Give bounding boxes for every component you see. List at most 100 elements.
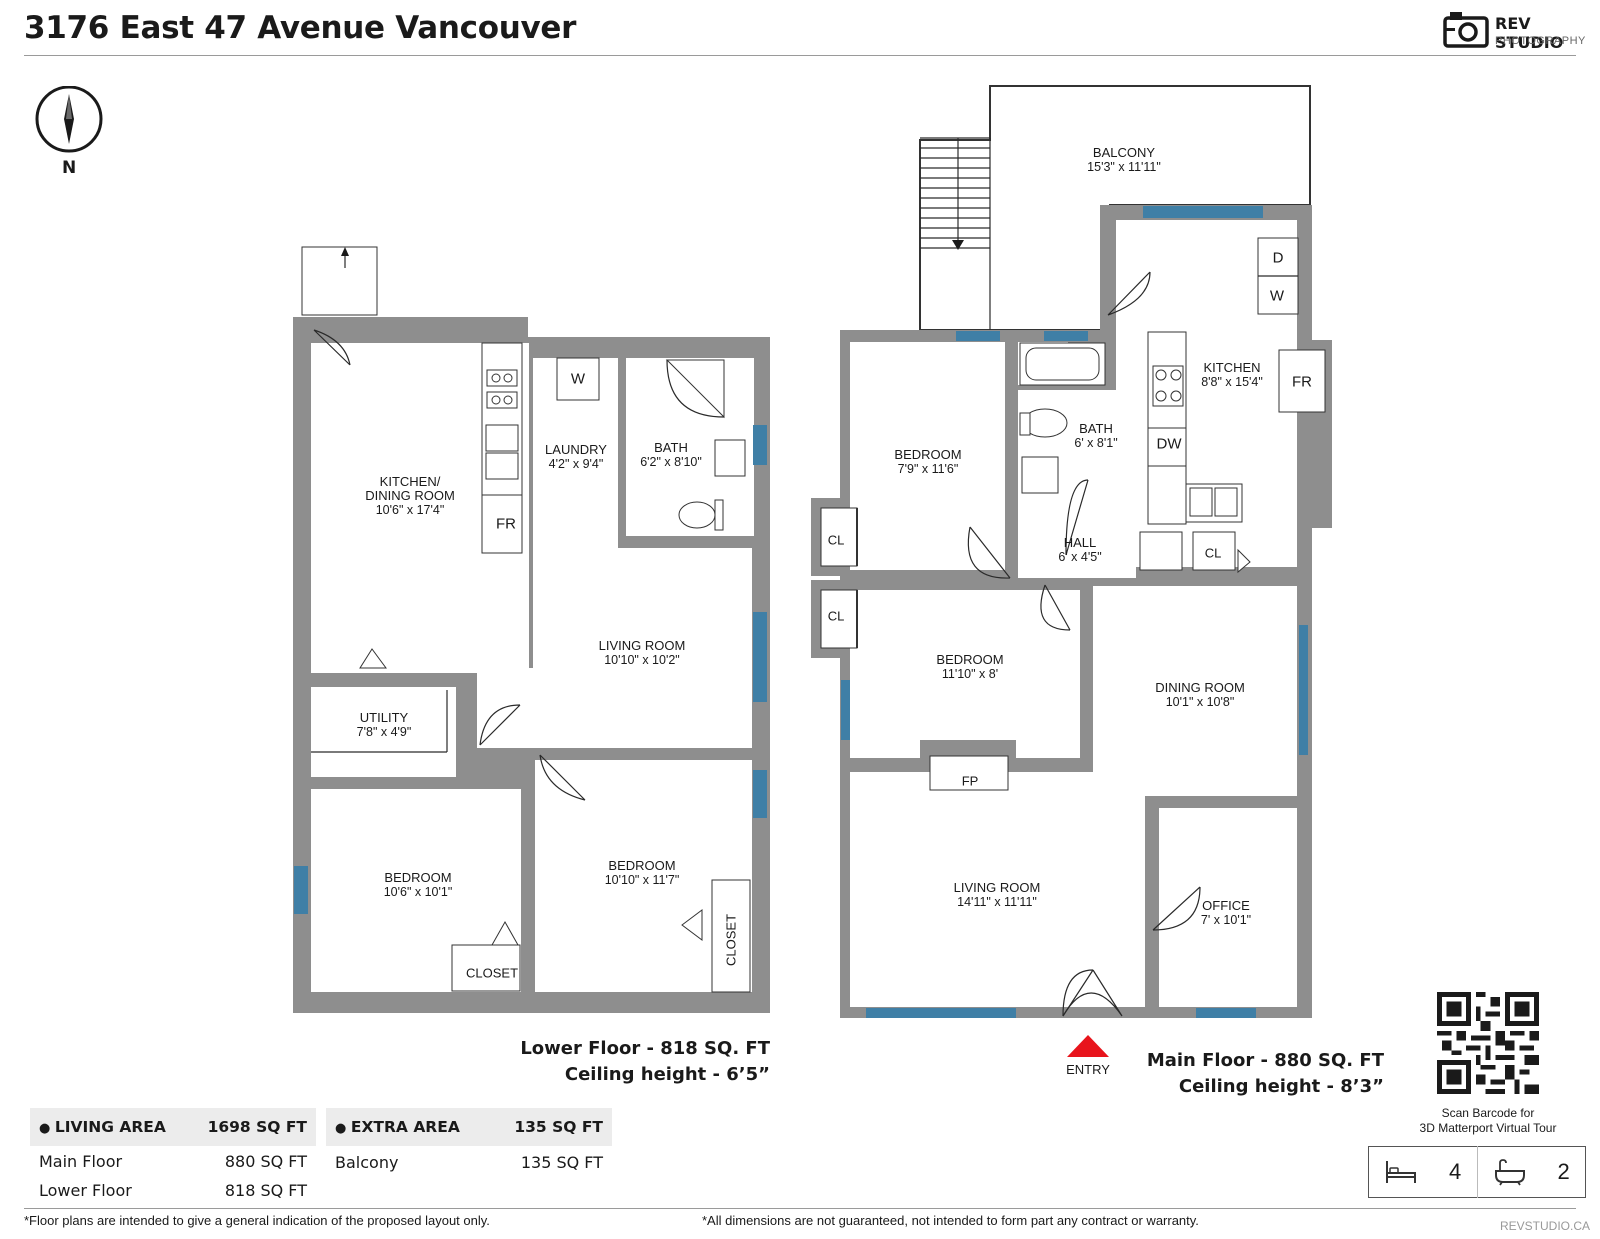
closet-label: CL	[827, 532, 845, 548]
room-dimension: 6' x 4'5"	[1058, 550, 1102, 564]
area-row: Balcony 135 SQ FT	[326, 1153, 612, 1172]
bedroom-count-stat: 4	[1369, 1157, 1477, 1187]
brand-subtitle: PHOTOGRAPHY	[1495, 35, 1586, 47]
room-dimension: 10'1" x 10'8"	[1165, 695, 1235, 709]
qr-code[interactable]	[1437, 992, 1539, 1094]
room-name: KITCHEN/ DINING ROOM	[365, 474, 455, 503]
living-area-header: LIVING AREA 1698 SQ FT	[30, 1108, 316, 1146]
room-dimension: 14'11" x 11'11"	[957, 895, 1037, 909]
room-dimension: 11'10" x 8'	[941, 667, 999, 681]
closet-label: CLOSET	[465, 965, 519, 981]
room-label-bath-lower: BATH 6'2" x 8'10"	[640, 440, 702, 470]
living-area-total: 1698 SQ FT	[207, 1118, 307, 1136]
room-name: BEDROOM	[936, 652, 1004, 667]
room-dimension: 10'6" x 17'4"	[375, 503, 445, 517]
bedroom-count: 4	[1448, 1159, 1462, 1184]
area-row-label: Main Floor	[39, 1152, 123, 1171]
room-label-bedroom-main-mid: BEDROOM 11'10" x 8'	[936, 652, 1004, 682]
room-label-laundry: LAUNDRY 4'2" x 9'4"	[545, 442, 607, 472]
brand-name: REV STUDIO	[1495, 14, 1564, 52]
extra-area-header: EXTRA AREA 135 SQ FT	[326, 1108, 612, 1146]
closet-label: CL	[827, 608, 845, 624]
footer-divider	[24, 1208, 1576, 1209]
main-floor-caption: Main Floor - 880 SQ. FT Ceiling height -…	[1147, 1048, 1384, 1100]
room-label-dining-main: DINING ROOM 10'1" x 10'8"	[1155, 680, 1245, 710]
room-name: KITCHEN	[1203, 360, 1261, 375]
bathroom-count: 2	[1557, 1159, 1570, 1184]
room-dimension: 7'9" x 11'6"	[897, 462, 959, 476]
room-name: LAUNDRY	[545, 442, 607, 457]
room-name: UTILITY	[359, 710, 409, 725]
qr-caption-line: 3D Matterport Virtual Tour	[1419, 1121, 1557, 1135]
room-label-kitchen-main: KITCHEN 8'8" x 15'4"	[1201, 360, 1263, 390]
lower-floor-area: Lower Floor - 818 SQ. FT	[520, 1038, 770, 1059]
room-dimension: 7'8" x 4'9"	[356, 725, 412, 739]
header-divider	[24, 55, 1576, 56]
room-dimension: 8'8" x 15'4"	[1201, 375, 1263, 389]
disclaimer-layout: *Floor plans are intended to give a gene…	[24, 1213, 490, 1228]
room-label-living-main: LIVING ROOM 14'11" x 11'11"	[953, 880, 1041, 910]
qr-caption-line: Scan Barcode for	[1441, 1106, 1535, 1120]
compass-north-label: N	[62, 158, 77, 178]
room-dimension: 7' x 10'1"	[1200, 913, 1252, 927]
area-row: Main Floor 880 SQ FT	[30, 1152, 316, 1171]
room-name: BATH	[654, 440, 688, 455]
room-dimension: 6' x 8'1"	[1074, 436, 1118, 450]
extra-area-total: 135 SQ FT	[514, 1118, 603, 1136]
area-row-value: 135 SQ FT	[520, 1153, 603, 1172]
page-title: 3176 East 47 Avenue Vancouver	[24, 10, 577, 46]
room-label-utility: UTILITY 7'8" x 4'9"	[356, 710, 412, 740]
lower-floor-caption: Lower Floor - 818 SQ. FT Ceiling height …	[520, 1036, 770, 1088]
main-floor-area: Main Floor - 880 SQ. FT	[1146, 1050, 1384, 1071]
lower-floor-plan	[293, 246, 770, 1013]
room-name: HALL	[1063, 535, 1097, 550]
fridge-label: FR	[496, 515, 516, 533]
room-label-balcony: BALCONY 15'3" x 11'11"	[1087, 145, 1161, 175]
area-row: Lower Floor 818 SQ FT	[30, 1181, 316, 1200]
room-label-bedroom-main-top: BEDROOM 7'9" x 11'6"	[894, 447, 962, 477]
camera-logo-icon	[1443, 12, 1489, 48]
area-row-value: 818 SQ FT	[224, 1181, 307, 1200]
closet-label: CLOSET	[723, 913, 739, 967]
room-dimension: 15'3" x 11'11"	[1087, 160, 1161, 174]
room-name: BEDROOM	[608, 858, 676, 873]
main-floor-plan	[811, 85, 1332, 1057]
disclaimer-dimensions: *All dimensions are not guaranteed, not …	[702, 1213, 1199, 1228]
room-label-bedroom-lower-right: BEDROOM 10'10" x 11'7"	[604, 858, 680, 888]
area-row-label: Lower Floor	[39, 1181, 132, 1200]
bed-icon	[1386, 1161, 1417, 1183]
room-dimension: 6'2" x 8'10"	[640, 455, 702, 469]
room-label-bath-main: BATH 6' x 8'1"	[1074, 421, 1118, 451]
washer-label: W	[1269, 287, 1285, 305]
dishwasher-label: DW	[1156, 435, 1182, 453]
compass-icon	[35, 86, 103, 153]
closet-label: CL	[1204, 545, 1222, 561]
room-dimension: 10'6" x 10'1"	[383, 885, 453, 899]
room-name: BEDROOM	[894, 447, 962, 462]
area-row-label: Balcony	[335, 1153, 399, 1172]
room-name: BEDROOM	[384, 870, 452, 885]
room-name: OFFICE	[1202, 898, 1250, 913]
room-name: BALCONY	[1092, 145, 1156, 160]
extra-area-title: EXTRA AREA	[335, 1118, 460, 1136]
room-dimension: 10'10" x 11'7"	[604, 873, 680, 887]
lower-floor-ceiling: Ceiling height - 6’5”	[564, 1064, 770, 1085]
room-name: BATH	[1079, 421, 1113, 436]
fridge-label: FR	[1292, 373, 1312, 391]
room-dimension: 4'2" x 9'4"	[548, 457, 604, 471]
bathroom-count-stat: 2	[1476, 1146, 1586, 1198]
entry-label: ENTRY	[1066, 1062, 1110, 1077]
room-label-office: OFFICE 7' x 10'1"	[1200, 898, 1252, 928]
website-label[interactable]: REVSTUDIO.CA	[1500, 1219, 1591, 1233]
dryer-label: D	[1272, 249, 1284, 267]
living-area-title: LIVING AREA	[39, 1118, 166, 1136]
room-name: DINING ROOM	[1155, 680, 1245, 695]
room-name: LIVING ROOM	[953, 880, 1041, 895]
area-row-value: 880 SQ FT	[224, 1152, 307, 1171]
washer-label: W	[570, 370, 586, 388]
room-stats: 4 2	[1368, 1146, 1586, 1198]
fireplace-label: FP	[961, 773, 979, 789]
room-label-living-lower: LIVING ROOM 10'10" x 10'2"	[598, 638, 686, 668]
room-name: LIVING ROOM	[598, 638, 686, 653]
